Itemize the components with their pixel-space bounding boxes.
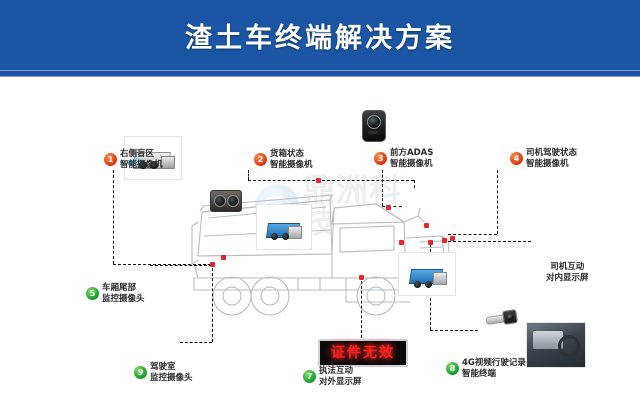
callout-6: 司机互动 对内显示屏 [546, 262, 589, 283]
device-dual-lens-camera-2 [208, 186, 244, 214]
callout-5: 5 车厢尾部 监控摄像头 [86, 283, 145, 304]
connection-node-front [442, 238, 447, 243]
page-title: 渣土车终端解决方案 [185, 22, 455, 54]
callout-2: 2 货箱状态 智能摄像机 [254, 149, 313, 170]
callout-3-line1: 前方ADAS [390, 148, 434, 158]
callout-5-label: 车厢尾部 监控摄像头 [102, 283, 145, 304]
callout-1-badge: 1 [104, 153, 117, 167]
callout-5-line2: 监控摄像头 [102, 293, 145, 304]
callout-4-label: 司机驾驶状态 智能摄像机 [526, 148, 577, 169]
connector-9-horizontal [180, 342, 212, 343]
callout-2-line1: 货箱状态 [270, 149, 305, 159]
callout-8-label: 4G视频行驶记录 智能终端 [462, 358, 526, 379]
callout-9-badge: 9 [134, 366, 147, 380]
callout-9-line1: 驾驶室 [150, 362, 176, 372]
callout-9-line2: 监控摄像头 [150, 372, 193, 383]
callout-1-line2: 智能摄像机 [120, 159, 163, 170]
led-message: 证件无效 [331, 345, 395, 361]
device-bullet-camera-1 [76, 108, 116, 140]
callout-8-line2: 智能终端 [462, 368, 497, 379]
device-adas-camera-3 [358, 108, 388, 142]
callout-3-line2: 智能摄像机 [390, 158, 433, 169]
connection-node-bed-top [316, 178, 321, 183]
callout-4-badge: 4 [510, 152, 523, 166]
callout-1-label: 右侧盲区 智能摄像机 [120, 149, 163, 170]
device-driver-status-camera-4 [484, 304, 518, 332]
callout-2-badge: 2 [254, 153, 267, 167]
callout-1-line1: 右侧盲区 [120, 149, 155, 159]
callout-4-line1: 司机驾驶状态 [526, 148, 578, 158]
callout-6-line1: 司机互动 [550, 262, 585, 272]
callout-7-line2: 对外显示屏 [319, 376, 362, 387]
device-photo-cargo-box [256, 204, 312, 250]
callout-7: 7 执法互动 对外显示屏 [303, 366, 362, 387]
callout-3: 3 前方ADAS 智能摄像机 [374, 148, 433, 169]
page-header-banner: 渣土车终端解决方案 [0, 0, 640, 70]
callout-2-line2: 智能摄像机 [270, 159, 313, 170]
connection-node-front2 [450, 236, 455, 241]
callout-2-label: 货箱状态 智能摄像机 [270, 149, 313, 170]
callout-3-badge: 3 [374, 152, 387, 166]
connector-1-vertical [113, 170, 114, 264]
callout-6-label: 司机互动 对内显示屏 [546, 262, 589, 283]
callout-7-line1: 执法互动 [319, 366, 354, 376]
callout-5-badge: 5 [86, 287, 99, 301]
device-photo-cab-interior [526, 322, 586, 368]
callout-1: 1 右侧盲区 智能摄像机 [104, 149, 163, 170]
connection-node-rear [210, 262, 215, 267]
callout-3-label: 前方ADAS 智能摄像机 [390, 148, 433, 169]
connection-node-cab-top [386, 205, 391, 210]
connection-node-cab-lower [359, 275, 364, 280]
callout-4-line2: 智能摄像机 [526, 158, 569, 169]
callout-6-line2: 对内显示屏 [546, 272, 589, 283]
connector-4-vertical [497, 170, 498, 234]
connection-node-windshield [399, 240, 404, 245]
callout-8-badge: 8 [446, 362, 459, 376]
device-photo-right-blind-spot [124, 136, 182, 180]
callout-4: 4 司机驾驶状态 智能摄像机 [510, 148, 577, 169]
callout-9-label: 驾驶室 监控摄像头 [150, 362, 193, 383]
callout-7-badge: 7 [303, 370, 316, 384]
header-divider-stripe [0, 70, 640, 77]
device-outdoor-led-display-7: 证件无效 [318, 339, 408, 367]
callout-5-line1: 车厢尾部 [102, 283, 137, 293]
callout-8: 8 4G视频行驶记录 智能终端 [446, 358, 526, 379]
connection-node-dash [428, 240, 433, 245]
callout-8-line1: 4G视频行驶记录 [462, 358, 526, 368]
connection-node-right-side [221, 255, 226, 260]
connection-node-mirror [424, 223, 429, 228]
device-photo-adas-truck [398, 252, 456, 296]
callout-7-label: 执法互动 对外显示屏 [319, 366, 362, 387]
callout-9: 9 驾驶室 监控摄像头 [134, 362, 193, 383]
connector-8-horizontal [430, 330, 478, 331]
